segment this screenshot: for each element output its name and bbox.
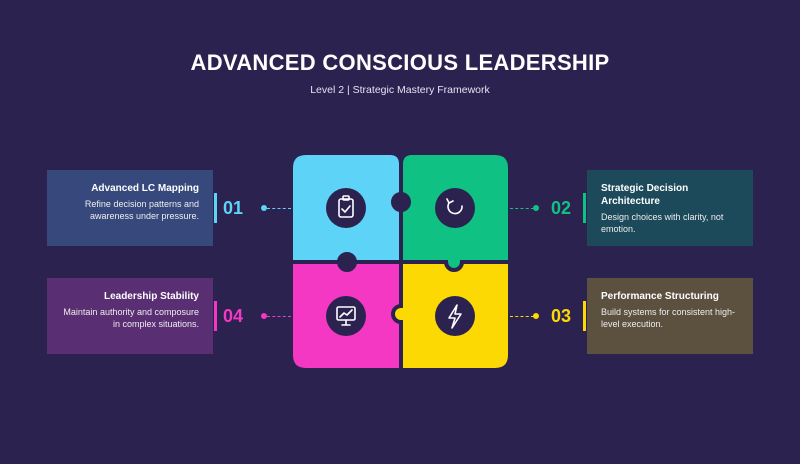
lightning-bolt-icon <box>448 304 462 329</box>
step-title-02: Strategic Decision Architecture <box>601 183 689 207</box>
step-description-03: Build systems for consistent high-level … <box>601 307 736 329</box>
presentation-chart-icon <box>336 306 356 326</box>
connector-dot-04 <box>261 313 267 319</box>
connector-dot-01 <box>261 205 267 211</box>
page-subtitle: Level 2 | Strategic Mastery Framework <box>310 84 490 96</box>
step-bar-01 <box>214 193 217 223</box>
step-number-03: 03 <box>551 306 572 326</box>
connector-line-03 <box>510 316 534 317</box>
step-number-01: 01 <box>223 198 244 218</box>
connector-line-04 <box>267 316 291 317</box>
connector-dot-03 <box>533 313 539 319</box>
clipboard-check-icon <box>338 195 354 218</box>
step-bar-04 <box>214 301 217 331</box>
step-bar-02 <box>583 193 586 223</box>
step-card-04: Leadership Stability Maintain authority … <box>47 278 213 354</box>
step-number-02: 02 <box>551 198 572 218</box>
step-card-02: Strategic Decision Architecture Design c… <box>587 170 753 246</box>
step-description-02: Design choices with clarity, not emotion… <box>601 212 724 234</box>
refresh-cycle-icon <box>446 198 463 215</box>
connector-line-02 <box>510 208 534 209</box>
page-title: ADVANCED CONSCIOUS LEADERSHIP <box>190 50 610 75</box>
step-card-01: Advanced LC Mapping Refine decision patt… <box>47 170 213 246</box>
step-title-03: Performance Structuring <box>601 291 719 302</box>
step-description-01: Refine decision patterns and awareness u… <box>84 199 199 221</box>
step-bar-03 <box>583 301 586 331</box>
step-card-03: Performance Structuring Build systems fo… <box>587 278 753 354</box>
connector-line-01 <box>267 208 291 209</box>
step-title-01: Advanced LC Mapping <box>91 183 199 194</box>
step-number-04: 04 <box>223 306 244 326</box>
step-description-04: Maintain authority and composure in comp… <box>63 307 199 329</box>
connector-dot-02 <box>533 205 539 211</box>
step-title-04: Leadership Stability <box>103 291 199 302</box>
